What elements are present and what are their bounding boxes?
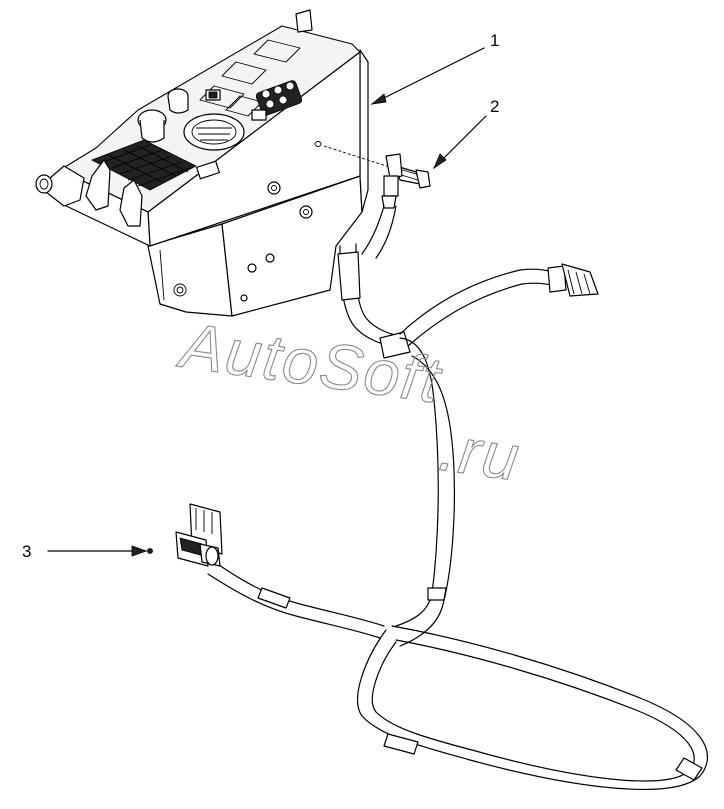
- harness-connector: [147, 503, 223, 567]
- callout-1-label: 1: [490, 31, 499, 50]
- console-bolts: [240, 181, 313, 302]
- callout-leaders: [47, 47, 487, 557]
- watermark-line1: AutoSoft: [173, 308, 446, 416]
- callout-2-label: 2: [490, 97, 499, 116]
- control-console: [35, 9, 369, 317]
- wire-harness: [207, 153, 709, 790]
- keypad: [91, 139, 197, 191]
- callout-3-label: 3: [22, 542, 31, 561]
- watermark: AutoSoft .ru: [172, 308, 525, 495]
- button-cluster: [205, 80, 303, 121]
- watermark-line2: .ru: [435, 412, 525, 495]
